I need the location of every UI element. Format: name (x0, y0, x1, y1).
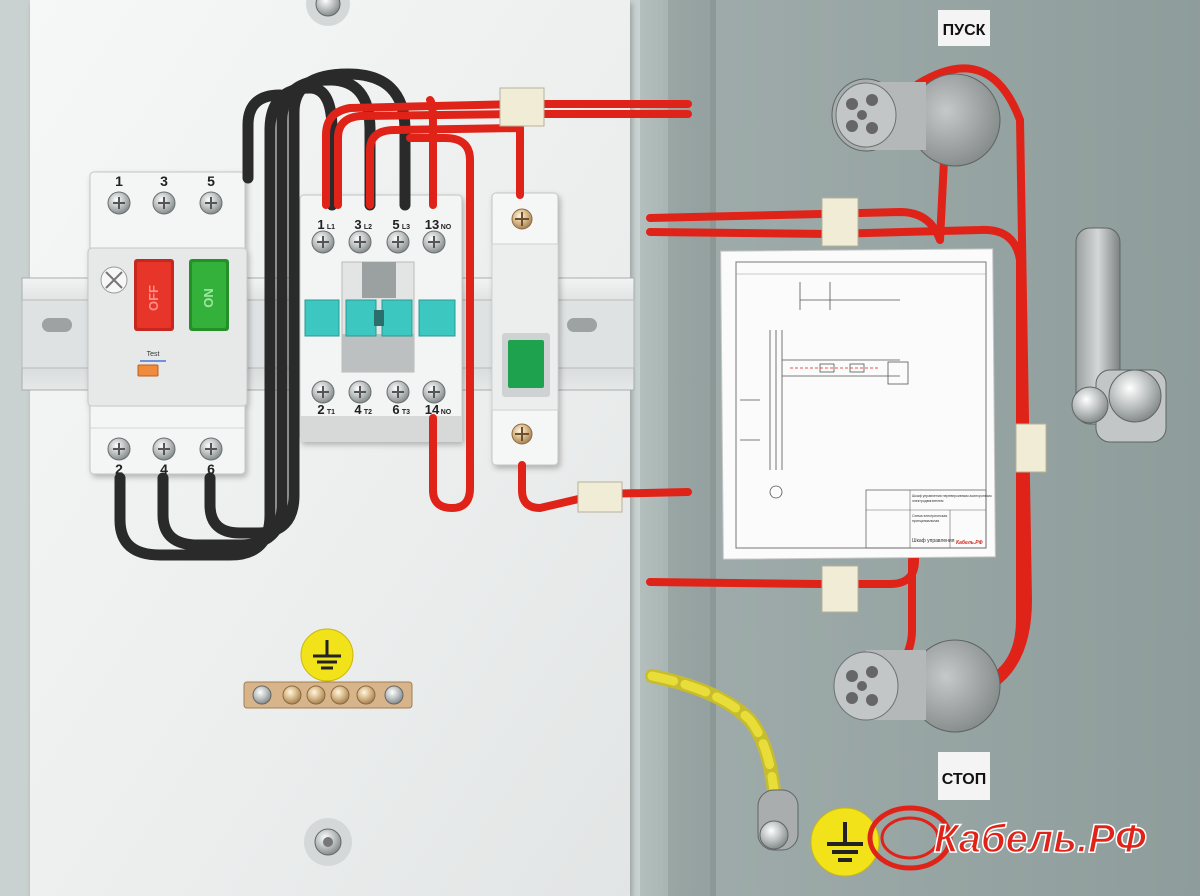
circuit-breaker-toggle[interactable] (502, 333, 550, 397)
start-push-button[interactable] (831, 73, 1001, 167)
contactor-top-terminal-screw (348, 230, 372, 254)
breaker-bottom-terminal-screw (107, 437, 131, 461)
breaker-bottom-terminal-label: 6 (207, 461, 215, 477)
stop-push-button[interactable] (833, 639, 1001, 733)
stop-button-label-plate: СТОП (938, 752, 990, 800)
contactor-bottom-terminal-screw (311, 380, 335, 404)
contactor-top-terminal-number: 3 (354, 217, 361, 232)
breaker-top-terminal-label: 1 (115, 173, 123, 189)
schematic-brand: Кабель.РФ (956, 539, 983, 546)
brand-logo: Кабель.РФ (867, 805, 1148, 871)
contactor-bottom-terminal-number: 6 (392, 402, 399, 417)
contactor-bottom-terminal-screw (348, 380, 372, 404)
schematic-sheet: Шкаф управления нереверсивным асинхронны… (720, 248, 996, 560)
contactor-top-terminal-screw (311, 230, 335, 254)
contactor-top-terminal-sub-label: L3 (402, 224, 410, 231)
breaker-top-terminal-screw (107, 191, 131, 215)
black-power-wires (114, 68, 411, 561)
contactor-top-terminal-sub-label: L1 (327, 224, 335, 231)
contactor-bottom-terminal-screw (386, 380, 410, 404)
off-button-label: OFF (146, 285, 161, 311)
wire-clips (499, 87, 1047, 613)
contactor-top-terminal-sub-label: NO (441, 224, 452, 231)
door-lock-lever[interactable] (1071, 227, 1167, 443)
test-label: Test (147, 351, 160, 358)
schematic-title-line-1: Шкаф управления нереверсивным асинхронны… (912, 494, 992, 498)
breaker-top-terminal-label: 3 (160, 173, 168, 189)
contactor-top-terminal-number: 13 (425, 217, 439, 232)
ground-symbol (300, 628, 354, 682)
schematic-title-line-2: электродвигателем (912, 499, 944, 503)
door-ground-symbol (810, 807, 880, 877)
breaker-bottom-terminal-screw (199, 437, 223, 461)
start-label: ПУСК (943, 22, 986, 39)
contactor-top-terminal-sub-label: L2 (364, 224, 372, 231)
bottom-mounting-bolt (304, 818, 352, 866)
breaker-top-terminal-screw (152, 191, 176, 215)
contactor-bottom-terminal-sub-label: T2 (364, 409, 372, 416)
ground-wire (645, 669, 782, 807)
door-edge-line (710, 0, 716, 896)
schematic-footer-text: Шкаф управления (912, 538, 955, 544)
off-button[interactable]: OFF (134, 259, 174, 331)
top-mounting-bolt (306, 0, 350, 26)
contactor-bottom-terminal-number: 2 (317, 402, 324, 417)
contactor-indicator-bar (304, 299, 456, 337)
contactor-top-terminal-screw (386, 230, 410, 254)
test-button[interactable]: Test (137, 351, 166, 377)
on-button-label: ON (201, 288, 216, 308)
schematic-title-line-4: принципиальная (912, 519, 939, 523)
ground-bus-bar (243, 681, 413, 709)
contactor-bottom-terminal-sub-label: NO (441, 409, 452, 416)
brand-logo-text: Кабель.РФ (934, 817, 1147, 861)
contactor-bottom-terminal-number: 14 (425, 402, 440, 417)
breaker-top-terminal-label: 5 (207, 173, 215, 189)
contactor-bottom-terminal-screw (422, 380, 446, 404)
breaker-bottom-terminal-label: 4 (160, 461, 168, 477)
circuit-breaker-top-screw (511, 208, 533, 230)
contactor-top-terminal-number: 5 (392, 217, 399, 232)
contactor-bottom-terminal-sub-label: T1 (327, 409, 335, 416)
door-hinge-edge (668, 0, 710, 896)
schematic-title-line-3: Схема электрическая (912, 514, 947, 518)
start-button-label-plate: ПУСК (938, 10, 990, 46)
contactor-top-terminal-number: 1 (317, 217, 324, 232)
on-button[interactable]: ON (189, 259, 229, 331)
stop-label: СТОП (942, 771, 986, 788)
breaker-bottom-terminal-screw (152, 437, 176, 461)
breaker-top-terminals: 1 3 5 (107, 173, 223, 215)
breaker-bottom-terminals: 2 4 6 (107, 437, 223, 477)
contactor-bottom-terminal-sub-label: T3 (402, 409, 410, 416)
current-adjust-dial[interactable] (100, 266, 128, 294)
contactor-top-terminal-screw (422, 230, 446, 254)
breaker-bottom-terminal-label: 2 (115, 461, 123, 477)
circuit-breaker-bottom-screw (511, 423, 533, 445)
ground-lug (757, 789, 799, 851)
contactor-bottom-terminal-number: 4 (354, 402, 362, 417)
breaker-top-terminal-screw (199, 191, 223, 215)
